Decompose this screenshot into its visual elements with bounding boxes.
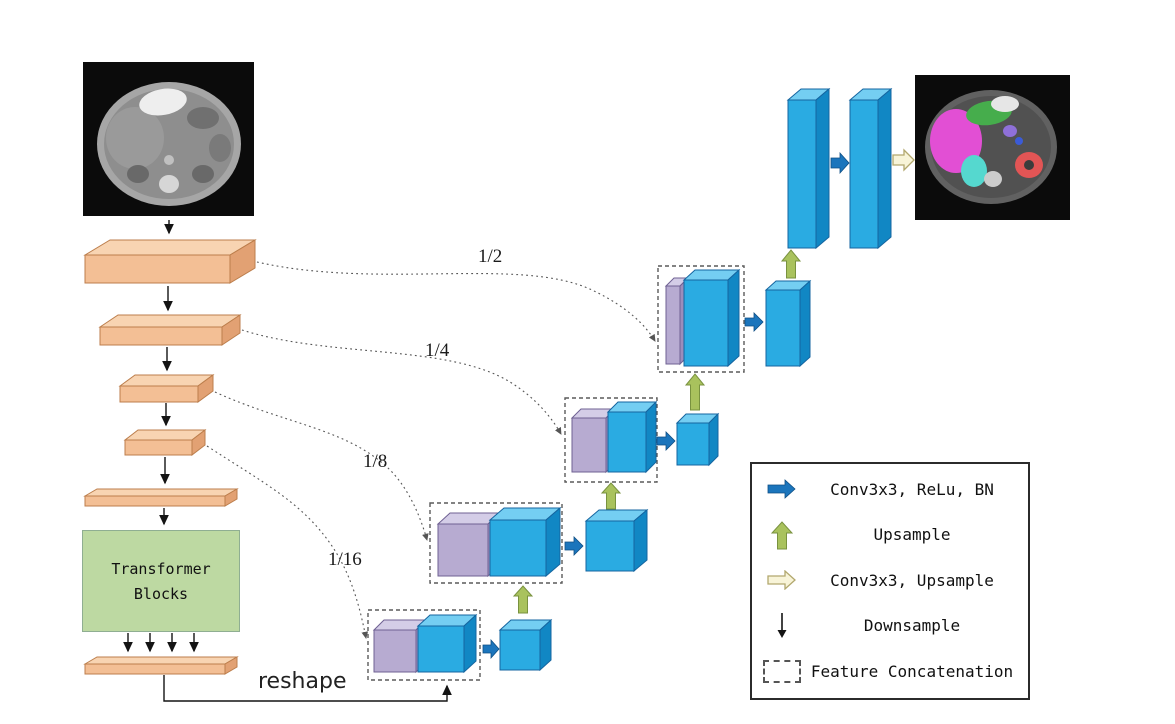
legend-row-conv: Conv3x3, ReLu, BN <box>752 479 1028 500</box>
decoder-output-slab-2 <box>848 87 893 250</box>
encoder-stage-slab-4 <box>123 428 207 457</box>
upsample-arrow-icon <box>760 520 804 550</box>
reshape-path <box>163 675 452 702</box>
skip-label-quarter: 1/4 <box>425 340 450 361</box>
conv-upsample-arrow-icon <box>760 570 804 591</box>
legend-row-downsample: Downsample <box>752 611 1028 639</box>
legend-label-conv: Conv3x3, ReLu, BN <box>830 479 994 499</box>
reshape-label: reshape <box>258 669 347 694</box>
legend-label-feature-concat: Feature Concatenation <box>810 661 1014 681</box>
conv-arrow-5 <box>830 151 850 175</box>
downsample-arrow-icon <box>760 611 804 639</box>
legend-row-conv-upsample: Conv3x3, Upsample <box>752 570 1028 591</box>
legend-label-conv-upsample: Conv3x3, Upsample <box>830 570 994 590</box>
transformer-label-line1: Transformer <box>111 559 211 578</box>
upsample-arrow-2 <box>600 482 622 510</box>
encoder-stage-slab-1 <box>83 239 257 284</box>
conv-arrow-icon <box>760 479 804 500</box>
encoder-stage-slab-3 <box>118 374 215 403</box>
transformer-label-line2: Blocks <box>133 584 189 603</box>
decoder-concat-group-1 <box>367 609 481 681</box>
legend-row-feature-concat: Feature Concatenation <box>752 659 1028 683</box>
skip-label-half: 1/2 <box>478 246 503 267</box>
decoder-concat-group-2 <box>429 502 563 584</box>
conv-result-cube-3 <box>675 412 720 467</box>
conv-arrow-3 <box>656 431 676 451</box>
upsample-arrow-3 <box>684 373 706 411</box>
feature-concat-box-icon <box>760 659 804 683</box>
conv-arrow-2 <box>564 536 584 556</box>
skip-label-eighth: 1/8 <box>363 451 388 472</box>
downsample-arrows <box>123 220 199 653</box>
decoder-output-slab-1 <box>786 87 831 250</box>
conv-result-cube-1 <box>498 618 553 672</box>
embedding-slab-bottom <box>83 656 239 675</box>
output-segmentation-image <box>915 75 1070 220</box>
legend-label-upsample: Upsample <box>873 525 951 545</box>
skip-label-sixteenth: 1/16 <box>328 549 362 570</box>
legend-box: Conv3x3, ReLu, BN Upsample Conv3x3, Upsa… <box>750 462 1030 700</box>
upsample-arrow-4 <box>780 249 802 279</box>
legend-row-upsample: Upsample <box>752 520 1028 550</box>
embedding-slab-top <box>83 488 239 507</box>
conv-upsample-arrow <box>892 148 915 172</box>
conv-result-cube-2 <box>584 508 649 573</box>
upsample-arrow-1 <box>512 585 534 614</box>
input-ct-image <box>83 62 254 216</box>
conv-arrow-4 <box>744 312 764 332</box>
decoder-concat-group-3 <box>564 397 658 483</box>
decoder-concat-group-4 <box>657 265 745 373</box>
encoder-stage-slab-2 <box>98 314 242 346</box>
transformer-blocks-box: Transformer Blocks <box>82 530 240 632</box>
conv-arrow-1 <box>482 638 500 660</box>
conv-result-cube-4 <box>764 279 812 368</box>
legend-label-downsample: Downsample <box>863 615 961 635</box>
skip-connection-curves <box>206 261 656 639</box>
